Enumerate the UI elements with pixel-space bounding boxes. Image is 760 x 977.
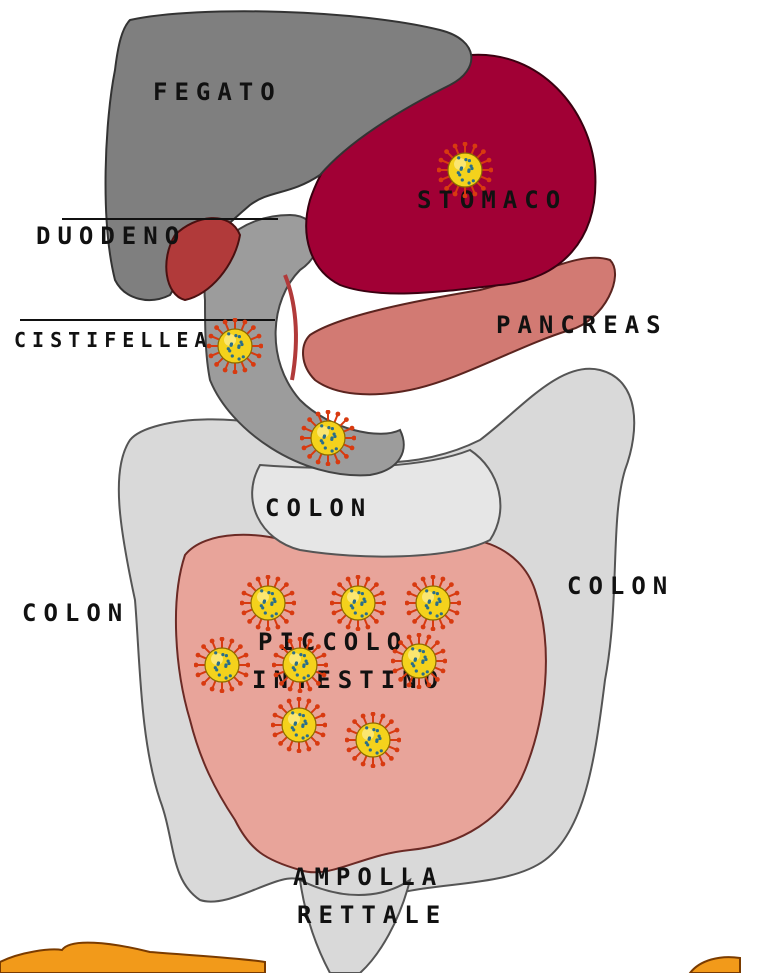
- bile-duct: [285, 275, 296, 380]
- virus-icon: [207, 318, 263, 374]
- label-colon-transverse: COLON: [265, 496, 372, 520]
- virus-icon: [300, 410, 356, 466]
- virus-icon: [272, 637, 328, 693]
- virus-icon: [240, 575, 296, 631]
- label-pancreas: PANCREAS: [496, 313, 668, 337]
- virus-icon: [437, 142, 493, 198]
- virus-icon: [330, 575, 386, 631]
- virus-icon: [271, 697, 327, 753]
- virus-icon: [405, 575, 461, 631]
- virus-icon: [194, 637, 250, 693]
- floor-shape: [0, 943, 265, 973]
- label-cistifellea: CISTIFELLEA: [14, 330, 212, 350]
- label-rettale: RETTALE: [297, 903, 447, 927]
- floor-shape-right: [690, 957, 740, 973]
- label-fegato: FEGATO: [153, 80, 282, 104]
- virus-icon: [345, 712, 401, 768]
- label-colon-right: COLON: [567, 574, 674, 598]
- virus-icon: [391, 633, 447, 689]
- label-colon-left: COLON: [22, 601, 129, 625]
- label-duodeno: DUODENO: [36, 224, 186, 248]
- label-ampolla: AMPOLLA: [293, 865, 443, 889]
